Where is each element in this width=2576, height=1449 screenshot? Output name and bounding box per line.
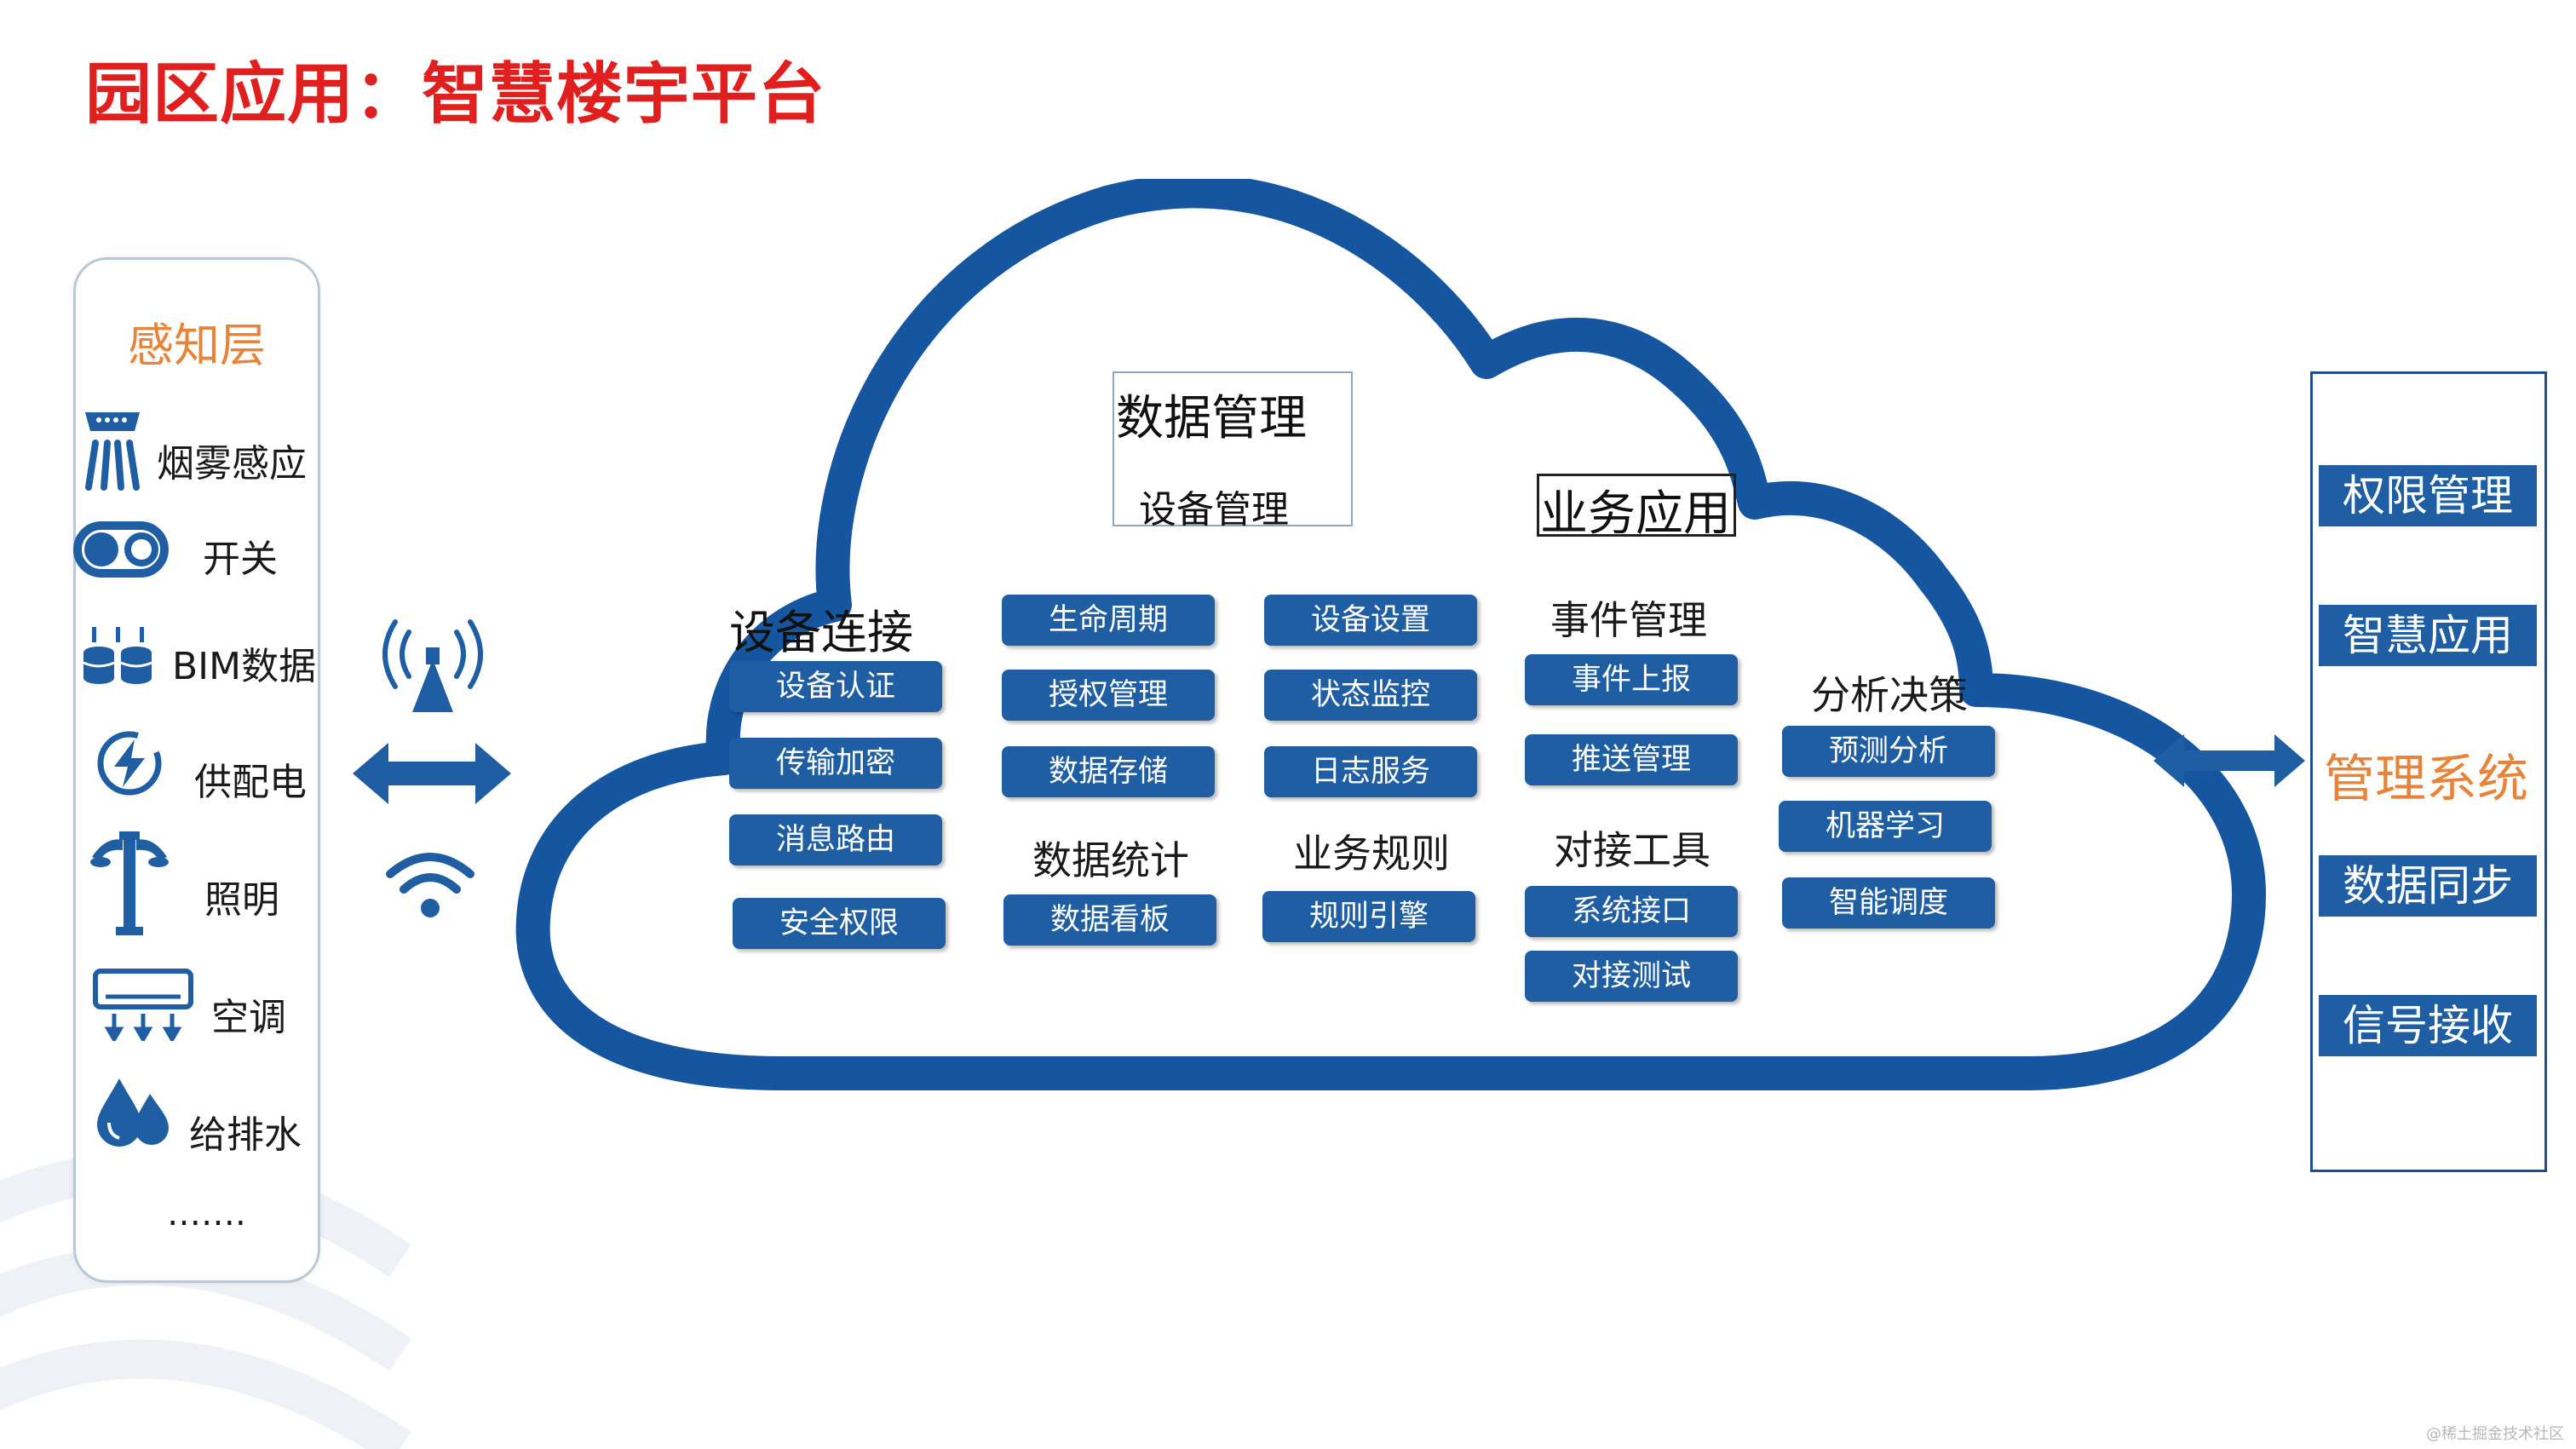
business-rules-title: 业务规则 [1293,831,1450,877]
double-arrow-icon [2153,734,2305,787]
data-management-frame [1113,371,1353,526]
business-app-title: 业务应用 [1540,486,1731,542]
push-mgmt-button[interactable]: 推送管理 [1525,734,1738,785]
footer-watermark-text: @稀土掘金技术社区 [2426,1425,2564,1443]
air-conditioner-icon [93,969,193,1041]
system-interface-button[interactable]: 系统接口 [1525,886,1738,937]
sensor-item-label: BIM数据 [172,645,317,688]
data-storage-button[interactable]: 数据存储 [1002,746,1215,797]
smoke-sensor-icon [85,412,140,491]
sensor-item-label: 空调 [211,996,286,1039]
antenna-icon [382,619,483,712]
smart-scheduling-button[interactable]: 智能调度 [1782,877,1995,929]
sensor-item-label: 烟雾感应 [157,442,307,486]
transfer-encrypt-button[interactable]: 传输加密 [729,738,942,789]
predictive-analysis-button[interactable]: 预测分析 [1782,726,1995,777]
device-auth-button[interactable]: 设备认证 [729,661,942,712]
sensor-item-label: 给排水 [189,1113,302,1157]
dock-test-button[interactable]: 对接测试 [1525,951,1738,1002]
data-management-title: 数据管理 [1116,391,1307,446]
sensor-layer-title: 感知层 [128,319,266,372]
permission-mgmt-item[interactable]: 权限管理 [2319,465,2537,526]
signal-receive-item[interactable]: 信号接收 [2319,995,2537,1056]
device-connect-title: 设备连接 [729,606,913,659]
device-settings-button[interactable]: 设备设置 [1264,595,1477,646]
switch-icon [73,521,169,578]
data-dashboard-button[interactable]: 数据看板 [1003,894,1216,946]
water-drops-icon [97,1078,169,1147]
authorization-mgmt-button[interactable]: 授权管理 [1002,670,1215,721]
machine-learning-button[interactable]: 机器学习 [1779,801,1992,852]
business-app-frame [1537,474,1736,537]
rule-engine-button[interactable]: 规则引擎 [1262,891,1475,942]
lifecycle-button[interactable]: 生命周期 [1002,595,1215,646]
analysis-decision-title: 分析决策 [1811,672,1968,718]
sensor-more-ellipsis: ……. [167,1194,246,1233]
data-statistics-title: 数据统计 [1032,837,1189,883]
sensor-item-label: 开关 [203,538,278,581]
double-arrow-icon [353,743,511,804]
message-route-button[interactable]: 消息路由 [729,814,942,865]
bim-data-icon [83,627,152,684]
power-supply-icon [97,731,162,796]
management-system-title: 管理系统 [2324,750,2528,809]
sensor-item-label: 照明 [204,878,279,922]
dock-tools-title: 对接工具 [1554,827,1711,873]
event-mgmt-title: 事件管理 [1550,597,1707,643]
sensor-item-label: 供配电 [194,761,307,804]
log-service-button[interactable]: 日志服务 [1264,746,1477,797]
street-lamp-icon [90,831,169,935]
device-management-label: 设备管理 [1139,488,1289,532]
smart-application-item[interactable]: 智慧应用 [2319,605,2537,666]
event-report-button[interactable]: 事件上报 [1525,654,1738,705]
status-monitor-button[interactable]: 状态监控 [1264,670,1477,721]
wifi-icon [386,853,474,917]
data-sync-item[interactable]: 数据同步 [2319,855,2537,917]
security-permission-button[interactable]: 安全权限 [733,898,946,949]
page-title: 园区应用：智慧楼宇平台 [85,56,826,133]
